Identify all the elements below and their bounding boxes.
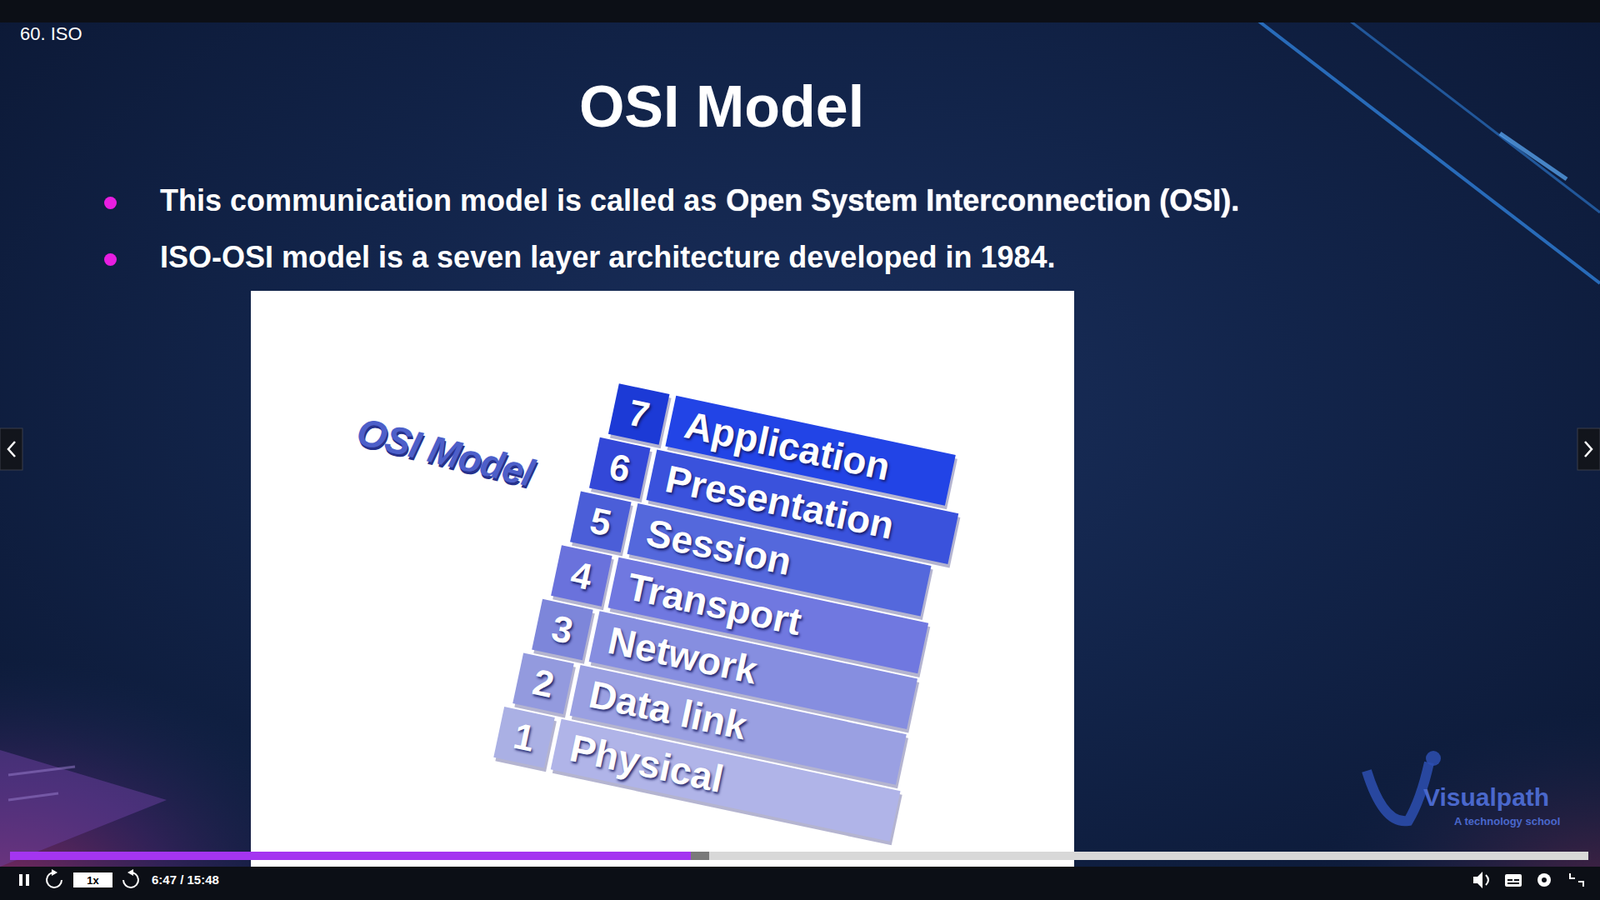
layer-number: 6 xyxy=(589,437,651,500)
slide-title: OSI Model xyxy=(579,74,865,140)
watermark-brand: Visualpath xyxy=(1423,783,1550,811)
bullet-emphasis: Open System Interconnection (OSI). xyxy=(725,183,1240,219)
illustration-label: OSI Model xyxy=(352,409,538,495)
layer-number-text: 7 xyxy=(625,391,654,437)
bullet-dot xyxy=(104,196,117,210)
illustration-label-wrap: OSI Model xyxy=(352,408,539,496)
title-wrap: OSI Model xyxy=(0,73,1444,140)
layer-number-text: 3 xyxy=(548,607,577,653)
layer-number: 7 xyxy=(608,383,670,445)
layer-number: 5 xyxy=(570,491,632,554)
layer-number-text: 5 xyxy=(586,499,615,545)
speed-box: 1x xyxy=(73,872,113,888)
layer-number: 3 xyxy=(531,599,594,661)
bullet-text: ISO-OSI model is a seven layer architect… xyxy=(160,240,1055,275)
playback-speed: 1x xyxy=(86,874,99,887)
layer-number-text: 2 xyxy=(529,660,558,706)
layer-number: 4 xyxy=(550,545,613,607)
bullet-line: This communication model is called asOpe… xyxy=(160,183,1240,219)
time-wrap: 6:47 / 15:48 xyxy=(151,872,220,888)
watermark-wrap: A technology school xyxy=(1454,813,1560,829)
lecture-name: 60. ISO xyxy=(20,23,83,45)
layer-number-text: 6 xyxy=(605,445,635,491)
watermark-tagline: A technology school xyxy=(1454,815,1560,828)
layer-number: 1 xyxy=(493,706,555,769)
bullet-text: This communication model is called as xyxy=(160,183,717,219)
playback-time: 6:47 / 15:48 xyxy=(151,872,220,887)
layer-number-text: 1 xyxy=(510,715,539,760)
layer-number: 2 xyxy=(512,652,575,715)
layer-number-text: 4 xyxy=(567,553,596,599)
lecture-wrap: 60. ISO xyxy=(20,23,83,45)
bullet-line: ISO-OSI model is a seven layer architect… xyxy=(160,240,1055,275)
watermark-wrap: Visualpath xyxy=(1423,783,1550,812)
bullet-dot xyxy=(104,253,117,266)
